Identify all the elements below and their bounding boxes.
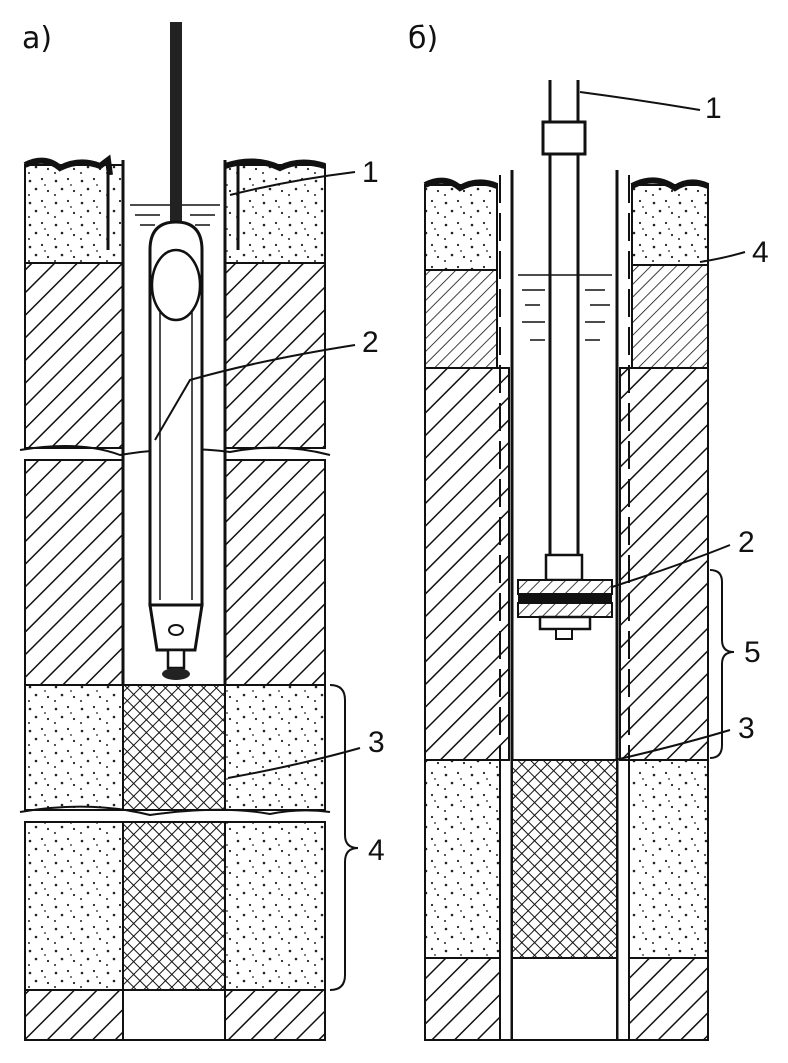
panel-a-rock-upper-left (24, 262, 124, 449)
panel-a-rock-lower-right (224, 459, 326, 686)
panel-a-callout-2: 2 (362, 326, 379, 359)
panel-b-sand-top-right (631, 184, 709, 271)
panel-a-ground-surface (23, 154, 326, 176)
panel-b-aquifer-left (424, 759, 501, 959)
panel-b-aquifer-right (628, 759, 709, 959)
panel-a-valve (162, 668, 190, 680)
panel-a-aquifer-lower-left (24, 821, 124, 991)
panel-b-piston-seal (518, 594, 612, 603)
panel-a-aquifer-upper-left (24, 684, 124, 811)
panel-b-rock-right (619, 367, 709, 761)
panel-b-rod-coupling (541, 120, 587, 156)
panel-a-callout-3: 3 (368, 726, 385, 759)
panel-b-sand-top-left (424, 184, 498, 271)
panel-a-filter-lower (122, 821, 226, 991)
panel-b-piston-neck (544, 553, 584, 582)
panel-a-aquifer-upper-right (224, 684, 326, 811)
panel-b-rock-bottom-right (628, 957, 709, 1041)
panel-b-callout-5: 5 (744, 636, 761, 669)
panel-b-label: б) (408, 21, 438, 56)
panel-b-callout-4: 4 (752, 236, 769, 269)
panel-b-rock-left (424, 367, 510, 761)
panel-a-rod (170, 22, 182, 237)
panel-a-rock-lower-left (24, 459, 124, 686)
panel-a-aquifer-lower-right (224, 821, 326, 991)
panel-a-label: а) (22, 21, 52, 56)
panel-b-filter (511, 759, 618, 959)
panel-a-sampler-bulb (150, 248, 202, 322)
panel-b-callout-2: 2 (738, 526, 755, 559)
panel-b-piston-upper (517, 579, 613, 595)
panel-b-clay-left (424, 269, 498, 369)
panel-a-rock-bottom-right (224, 989, 326, 1041)
panel-a-callout-4: 4 (368, 834, 385, 867)
panel-b: б) (408, 21, 769, 1041)
panel-a-rock-upper-right (224, 262, 326, 449)
panel-b-water (518, 274, 612, 341)
panel-b-callout-3: 3 (738, 712, 755, 745)
panel-b-callout-1: 1 (705, 92, 722, 125)
panel-b-rock-bottom-left (424, 957, 501, 1041)
panel-a-callout-1: 1 (362, 156, 379, 189)
panel-a-sampler-body (148, 220, 204, 607)
panel-b-ground-surface (423, 177, 710, 192)
panel-a-sump (122, 989, 226, 1041)
panel-a-rock-bottom-left (24, 989, 124, 1041)
panel-a-filter-upper (122, 684, 226, 811)
panel-b-clay-right (631, 264, 709, 369)
panel-a-sand-top-right (224, 164, 326, 264)
panel-b-sump (511, 957, 618, 1041)
panel-a: а) (19, 21, 385, 1041)
panel-a-break-line-2 (19, 805, 331, 817)
panel-b-piston-lower (517, 602, 613, 618)
